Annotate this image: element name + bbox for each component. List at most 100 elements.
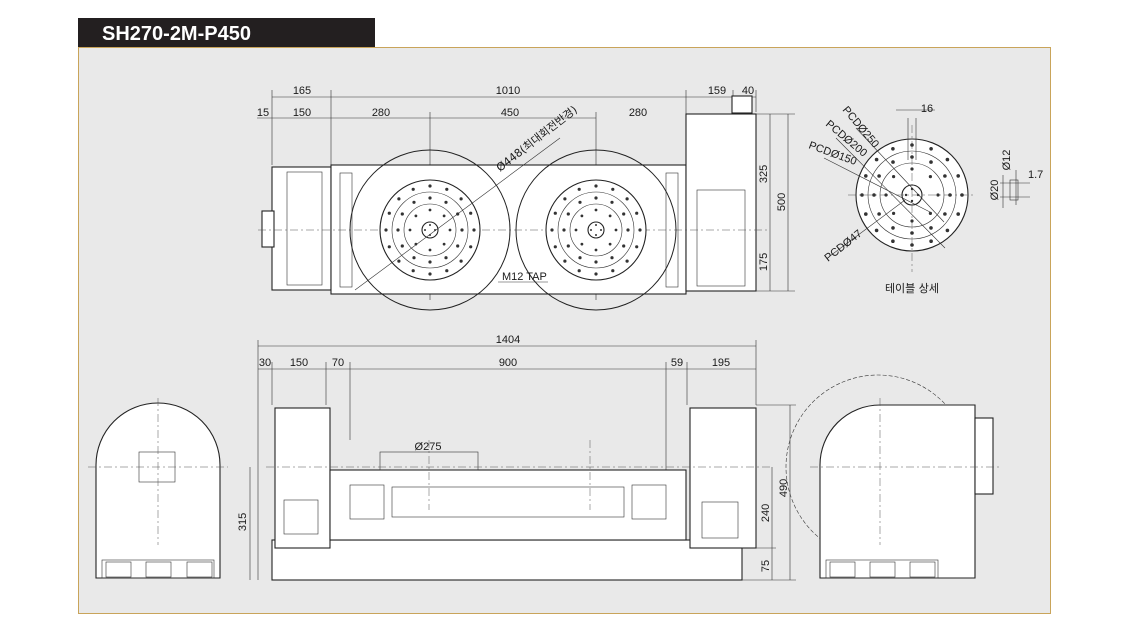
bolt-hole bbox=[910, 143, 914, 147]
bolt-hole bbox=[442, 242, 446, 246]
dim-30: 30 bbox=[259, 357, 271, 369]
bolt-hole bbox=[459, 259, 463, 263]
bolt-hole bbox=[595, 234, 597, 236]
bolt-hole bbox=[424, 229, 426, 231]
bolt-hole bbox=[945, 157, 950, 162]
dim-325: 325 bbox=[758, 165, 770, 183]
bolt-hole bbox=[910, 155, 914, 159]
bolt-hole bbox=[864, 212, 868, 216]
bolt-hole bbox=[397, 259, 401, 263]
bolt-hole bbox=[577, 187, 581, 191]
dim-150: 150 bbox=[290, 357, 308, 369]
bolt-hole bbox=[396, 228, 400, 232]
dim-70: 70 bbox=[332, 357, 344, 369]
bolt-hole bbox=[428, 260, 432, 264]
dim-15: 15 bbox=[257, 107, 269, 119]
dim-900: 900 bbox=[499, 357, 517, 369]
bolt-hole bbox=[428, 248, 432, 252]
bolt-hole bbox=[428, 196, 432, 200]
top-view: 165 1010 159 40 15 150 280 450 280 bbox=[257, 85, 795, 311]
pcd-47-label: PCDØ47 bbox=[822, 228, 864, 265]
right-side-view bbox=[785, 374, 1000, 579]
bolt-hole bbox=[611, 187, 615, 191]
bolt-hole bbox=[943, 174, 947, 178]
bolt-hole bbox=[891, 160, 895, 164]
bolt-hole bbox=[610, 256, 614, 260]
bolt-hole bbox=[594, 272, 598, 276]
bolt-hole bbox=[622, 244, 626, 248]
bolt-hole bbox=[472, 228, 476, 232]
bolt-hole bbox=[595, 224, 597, 226]
bolt-hole bbox=[625, 259, 629, 263]
bolt-hole bbox=[563, 197, 567, 201]
bore-dia-275: Ø275 bbox=[415, 441, 442, 453]
bolt-hole bbox=[412, 200, 416, 204]
bolt-hole bbox=[566, 212, 570, 216]
dim-315: 315 bbox=[237, 513, 249, 531]
bolt-hole bbox=[929, 147, 933, 151]
bolt-hole bbox=[916, 193, 920, 197]
shaft-dia-20: Ø20 bbox=[989, 180, 1001, 201]
bolt-hole bbox=[928, 211, 933, 215]
bolt-hole bbox=[891, 226, 895, 230]
bolt-hole bbox=[929, 160, 933, 164]
bolt-hole bbox=[387, 245, 391, 249]
dim-280-left: 280 bbox=[372, 107, 390, 119]
dim-240: 240 bbox=[760, 504, 772, 522]
bolt-hole bbox=[428, 272, 432, 276]
dim-195: 195 bbox=[712, 357, 730, 369]
bolt-hole bbox=[635, 211, 639, 215]
bolt-hole bbox=[384, 228, 388, 232]
bolt-hole bbox=[948, 193, 952, 197]
bolt-hole bbox=[877, 174, 881, 178]
dim-500: 500 bbox=[776, 193, 788, 211]
bolt-hole bbox=[864, 174, 868, 178]
bolt-hole bbox=[563, 259, 567, 263]
dim-165: 165 bbox=[293, 85, 311, 97]
bolt-hole bbox=[610, 200, 614, 204]
bolt-hole bbox=[910, 219, 914, 223]
bolt-hole bbox=[566, 244, 570, 248]
dim-59: 59 bbox=[671, 357, 683, 369]
dim-490: 490 bbox=[778, 479, 790, 497]
tap-label: M12 TAP bbox=[502, 271, 547, 283]
dim-40: 40 bbox=[742, 85, 754, 97]
bolt-hole bbox=[400, 244, 404, 248]
bolt-hole bbox=[429, 224, 431, 226]
bolt-hole bbox=[456, 244, 460, 248]
bolt-hole bbox=[428, 208, 432, 212]
bolt-hole bbox=[929, 226, 933, 230]
bolt-hole bbox=[414, 214, 418, 218]
bolt-hole bbox=[956, 212, 960, 216]
bolt-hole bbox=[448, 228, 452, 232]
bolt-hole bbox=[459, 197, 463, 201]
bolt-hole bbox=[562, 228, 566, 232]
shaft-step-1-7: 1.7 bbox=[1028, 169, 1043, 181]
bolt-hole bbox=[891, 239, 895, 243]
table-detail-caption: 테이블 상세 bbox=[885, 282, 939, 295]
bolt-hole bbox=[397, 197, 401, 201]
slot-width-16: 16 bbox=[921, 103, 933, 115]
bolt-hole bbox=[580, 214, 584, 218]
bolt-hole bbox=[904, 193, 908, 197]
bolt-hole bbox=[578, 256, 582, 260]
bolt-hole bbox=[408, 228, 412, 232]
bolt-hole bbox=[877, 212, 881, 216]
bolt-hole bbox=[553, 245, 557, 249]
bolt-hole bbox=[614, 228, 618, 232]
bolt-hole bbox=[400, 212, 404, 216]
bolt-hole bbox=[387, 211, 391, 215]
bolt-hole bbox=[884, 193, 888, 197]
bolt-hole bbox=[469, 211, 473, 215]
bolt-hole bbox=[891, 147, 895, 151]
bolt-hole bbox=[945, 228, 950, 233]
bolt-hole bbox=[892, 211, 896, 215]
dim-1010: 1010 bbox=[496, 85, 520, 97]
bolt-hole bbox=[550, 228, 554, 232]
bolt-hole bbox=[611, 269, 615, 273]
bolt-hole bbox=[444, 256, 448, 260]
bolt-hole bbox=[625, 197, 629, 201]
model-title: SH270-2M-P450 bbox=[78, 18, 375, 48]
bolt-hole bbox=[874, 157, 879, 162]
